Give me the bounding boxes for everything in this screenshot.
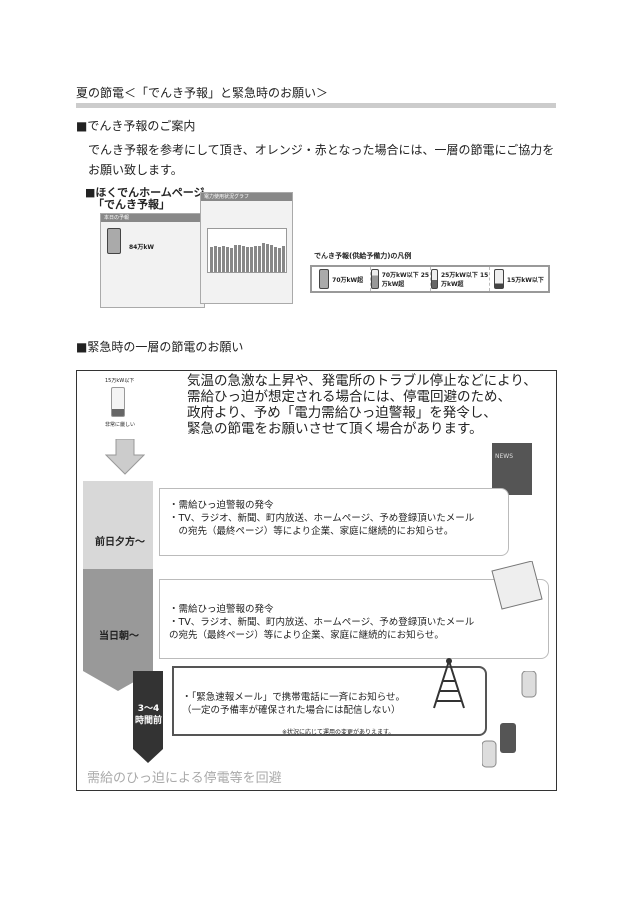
legend-title: でんき予報(供給予備力)の凡例 [314, 252, 412, 260]
graph-bar [262, 243, 265, 272]
battery-icon [493, 269, 504, 289]
timeline-arrow [83, 481, 163, 763]
graph-bar [234, 244, 237, 272]
graph-bar [258, 246, 261, 272]
mobile-phone-icon [482, 671, 537, 768]
graph-bar [222, 245, 225, 272]
graph-bar [246, 247, 249, 272]
battery-icon [371, 269, 379, 289]
legend-item: 25万kW以下 15万kW超 [430, 267, 490, 291]
graph-bar [242, 246, 245, 272]
graph-bar [210, 247, 213, 272]
emergency-flow: 15万kW以下 非常に厳しい 気温の急激な上昇や、発電所のトラブル停止などにより… [76, 370, 557, 791]
stage-panel [159, 488, 509, 556]
note: ※状況に応じて運用の変更がありえます。 [282, 729, 395, 736]
stage-panel [159, 579, 549, 659]
radio-tower-icon [433, 658, 465, 709]
battery-icon [319, 269, 330, 289]
news-person-icon: NEWS [492, 443, 532, 495]
legend-item: 70万kW超 [312, 267, 372, 291]
battery-icon [430, 269, 438, 289]
newspaper-icon [491, 561, 543, 610]
legend-item: 70万kW以下 25万kW超 [371, 267, 431, 291]
graph-bar [266, 244, 269, 272]
page-title: 夏の節電＜「でんき予報」と緊急時のお願い＞ [76, 86, 329, 100]
graph-bar [238, 245, 241, 272]
stage-panel [172, 666, 487, 736]
intro-text: 気温の急激な上昇や、発電所のトラブル停止などにより、需給ひっ迫が想定される場合に… [187, 373, 537, 437]
stage-text: ・需給ひっ迫警報の発令・TV、ラジオ、新聞、町内放送、ホームページ、予め登録頂い… [169, 604, 475, 641]
graph-bar [270, 245, 273, 272]
stage-text: ・需給ひっ迫警報の発令・TV、ラジオ、新聞、町内放送、ホームページ、予め登録頂い… [169, 500, 475, 537]
divider [76, 103, 556, 108]
stage-text: ・「緊急速報メール」で携帯電話に一斉にお知らせ。（一定の予備率が確保された場合に… [182, 692, 406, 716]
graph-bar [230, 248, 233, 272]
legend-item: 15万kW以下 [490, 267, 548, 291]
battery-icon [111, 387, 125, 417]
body-text: でんき予報を参考にして頂き、オレンジ・赤となった場合には、一層の節電にご協力を [88, 143, 555, 157]
graph-bar [282, 246, 285, 272]
arrow-down-icon [105, 439, 145, 475]
hp-title: ■ほくでんホームページ「でんき予報」 [85, 186, 205, 211]
footer-text: 需給のひっ迫による停電等を回避 [87, 771, 282, 786]
section-heading: ■緊急時の一層の節電のお願い [76, 340, 244, 354]
graph-bar [274, 247, 277, 272]
section-heading: ■でんき予報のご案内 [76, 119, 196, 133]
graph-bar [218, 246, 221, 272]
graph-bar [278, 248, 281, 272]
legend: 70万kW超 70万kW以下 25万kW超 25万kW以下 15万kW超 15万… [310, 265, 550, 293]
forecast-window: 本日の予報 84万kW [100, 213, 205, 308]
stage-label: 当日朝～ [99, 631, 139, 642]
stage-label: 前日夕方～ [95, 537, 145, 548]
graph-bar [250, 246, 253, 272]
body-text: お願い致します。 [88, 163, 183, 177]
graph-bar [226, 247, 229, 272]
graph-window: 電力使用状況グラフ [200, 192, 293, 304]
graph-bar [214, 246, 217, 272]
graph-bar [254, 245, 257, 272]
